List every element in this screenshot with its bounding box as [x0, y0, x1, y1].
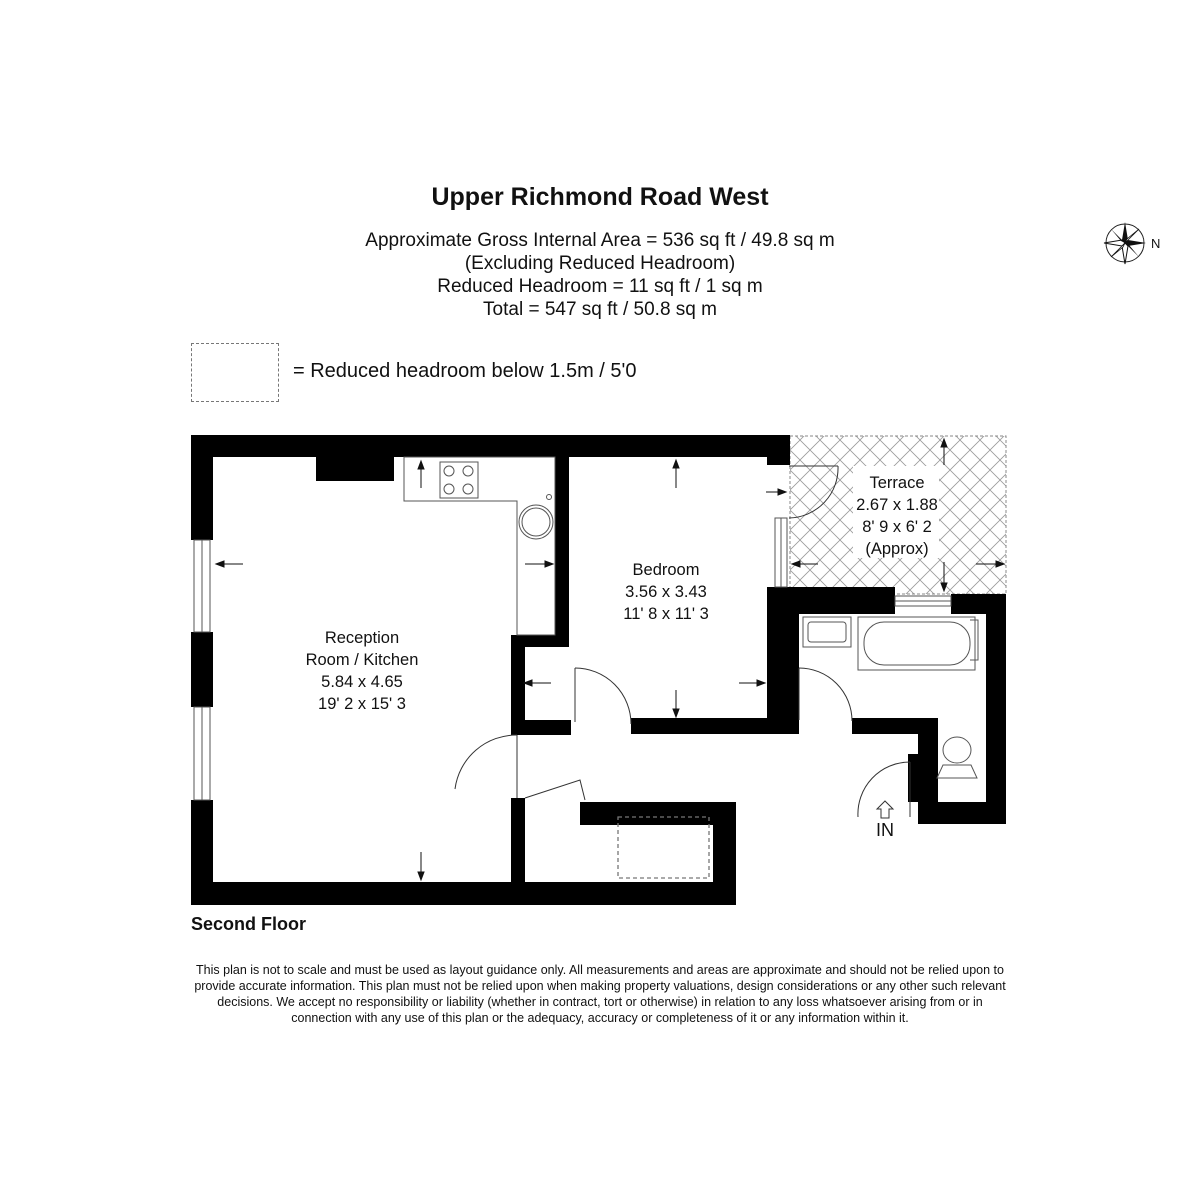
reduced-headroom-legend-text: = Reduced headroom below 1.5m / 5'0 [293, 360, 637, 382]
terrace-metric: 2.67 x 1.88 [856, 496, 938, 514]
bedroom-name: Bedroom [633, 561, 700, 579]
reduced-headroom-area-box [617, 816, 710, 879]
bedroom-metric: 3.56 x 3.43 [625, 583, 707, 601]
bedroom-imperial: 11' 8 x 11' 3 [623, 605, 709, 623]
dimension-arrows [214, 437, 1006, 882]
terrace-note: (Approx) [865, 540, 928, 558]
gross-internal-area: Approximate Gross Internal Area = 536 sq… [365, 230, 835, 251]
disclaimer-line: decisions. We accept no responsibility o… [217, 995, 983, 1009]
room-labels: Reception Room / Kitchen 5.84 x 4.65 19'… [306, 474, 938, 840]
entrance-label: IN [876, 820, 894, 840]
entrance-arrow-icon [875, 800, 895, 819]
excluding-note: (Excluding Reduced Headroom) [464, 253, 736, 274]
reduced-headroom-area: Reduced Headroom = 11 sq ft / 1 sq m [437, 276, 763, 297]
plan-title: Upper Richmond Road West [431, 183, 769, 211]
reception-imperial: 19' 2 x 15' 3 [318, 695, 406, 713]
disclaimer-line: provide accurate information. This plan … [194, 979, 1006, 993]
area-summary: Approximate Gross Internal Area = 536 sq… [0, 229, 1200, 321]
reception-name-line2: Room / Kitchen [306, 651, 419, 669]
kitchen-counter [403, 456, 556, 636]
terrace [789, 435, 1007, 595]
walls [191, 435, 1006, 905]
terrace-name: Terrace [869, 474, 924, 492]
total-area: Total = 547 sq ft / 50.8 sq m [483, 299, 717, 320]
bathroom-fixtures [802, 616, 979, 779]
floor-label: Second Floor [191, 914, 307, 934]
reduced-headroom-legend-swatch [191, 343, 279, 402]
compass-icon: N [1103, 222, 1160, 265]
compass-north-label: N [1151, 236, 1160, 251]
reception-name-line1: Reception [325, 629, 399, 647]
disclaimer-line: connection with any use of this plan or … [291, 1011, 909, 1025]
disclaimer-line: This plan is not to scale and must be us… [196, 963, 1004, 977]
windows [193, 517, 952, 801]
disclaimer: This plan is not to scale and must be us… [150, 962, 1050, 1026]
doors [454, 465, 911, 818]
reception-metric: 5.84 x 4.65 [321, 673, 403, 691]
terrace-imperial: 8' 9 x 6' 2 [862, 518, 932, 536]
